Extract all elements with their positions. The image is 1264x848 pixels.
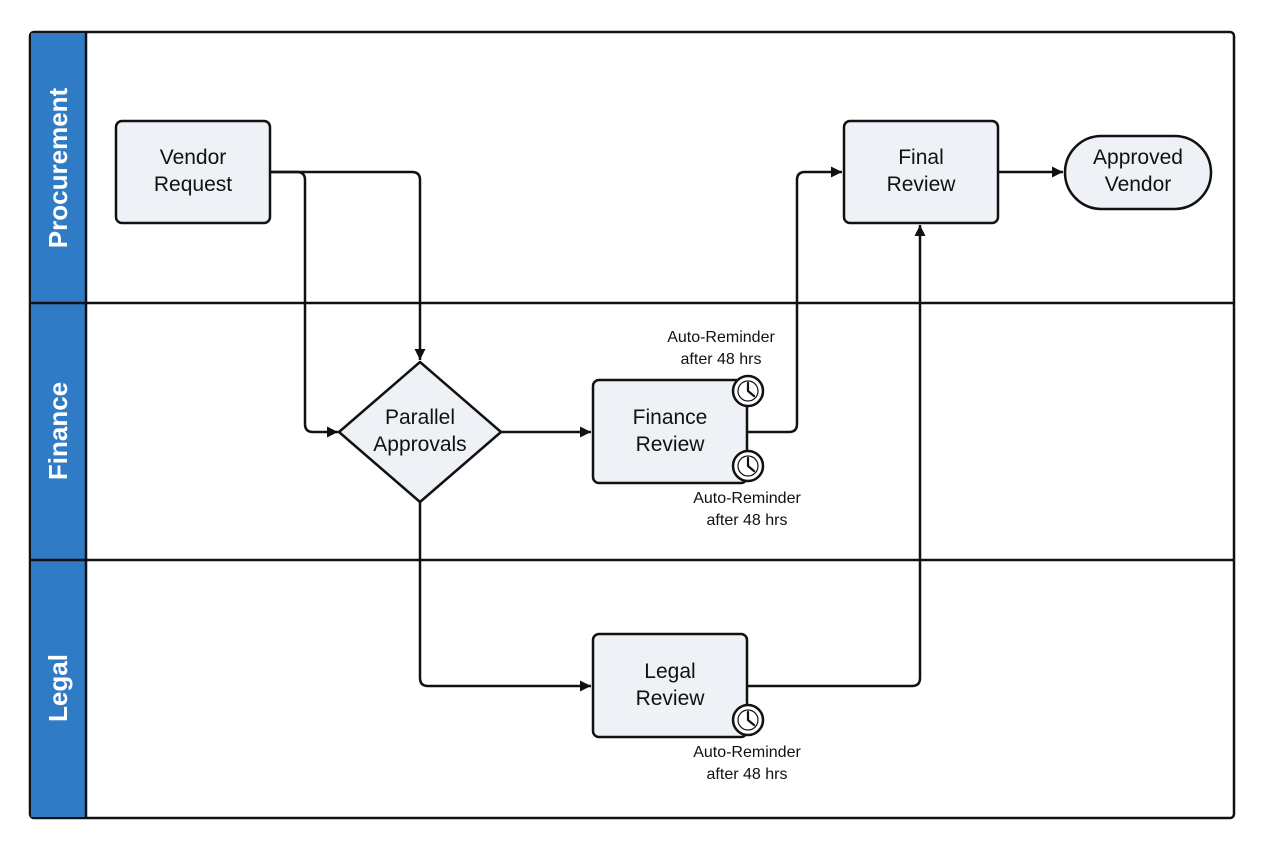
connector-finance-to-final: [747, 166, 842, 434]
reminder-note-finance-bottom: Auto-Reminder after 48 hrs: [693, 490, 801, 529]
node-vendor-request-line-2: Request: [154, 173, 232, 196]
node-finance-review-line-1: Finance: [633, 406, 708, 429]
lane-header-finance: [31, 303, 86, 560]
lane-header-legal: [31, 560, 86, 817]
node-vendor-request[interactable]: Vendor Request: [114, 119, 272, 225]
node-legal-review-line-2: Review: [636, 687, 706, 710]
lane-label-finance: Finance: [43, 382, 73, 480]
clock-icon: [731, 449, 765, 483]
reminder-note-line-2: after 48 hrs: [707, 512, 788, 529]
node-parallel-approvals-line-1: Parallel: [385, 406, 455, 429]
lane-label-legal: Legal: [43, 654, 73, 722]
lane-label-procurement: Procurement: [43, 87, 73, 248]
node-legal-review[interactable]: Legal Review: [591, 632, 749, 739]
connector-request-to-approvals-top: [270, 170, 426, 360]
node-approved-vendor-line-2: Vendor: [1105, 173, 1172, 196]
node-finance-review-line-2: Review: [636, 433, 706, 456]
reminder-note-line-1: Auto-Reminder: [693, 744, 801, 761]
node-approved-vendor[interactable]: Approved Vendor: [1063, 134, 1213, 211]
node-parallel-approvals-line-2: Approvals: [373, 433, 466, 456]
reminder-note-line-1: Auto-Reminder: [693, 490, 801, 507]
node-legal-review-line-1: Legal: [644, 660, 695, 683]
connector-legal-to-final: [747, 225, 926, 688]
node-parallel-approvals[interactable]: Parallel Approvals: [337, 360, 503, 504]
node-finance-review[interactable]: Finance Review: [591, 378, 749, 485]
connector-approvals-to-legal: [418, 502, 591, 692]
node-approved-vendor-line-1: Approved: [1093, 146, 1183, 169]
reminder-note-line-2: after 48 hrs: [681, 351, 762, 368]
reminder-note-finance-top: Auto-Reminder after 48 hrs: [667, 329, 775, 368]
clock-icon: [731, 374, 765, 408]
node-vendor-request-line-1: Vendor: [160, 146, 227, 169]
connector-request-to-approvals-left: [270, 170, 338, 438]
clock-icon: [731, 703, 765, 737]
reminder-note-legal: Auto-Reminder after 48 hrs: [693, 744, 801, 783]
node-final-review[interactable]: Final Review: [842, 119, 1000, 225]
reminder-note-line-1: Auto-Reminder: [667, 329, 775, 346]
lane-header-procurement: [31, 33, 86, 303]
node-final-review-line-2: Review: [887, 173, 957, 196]
node-final-review-line-1: Final: [898, 146, 944, 169]
reminder-note-line-2: after 48 hrs: [707, 766, 788, 783]
